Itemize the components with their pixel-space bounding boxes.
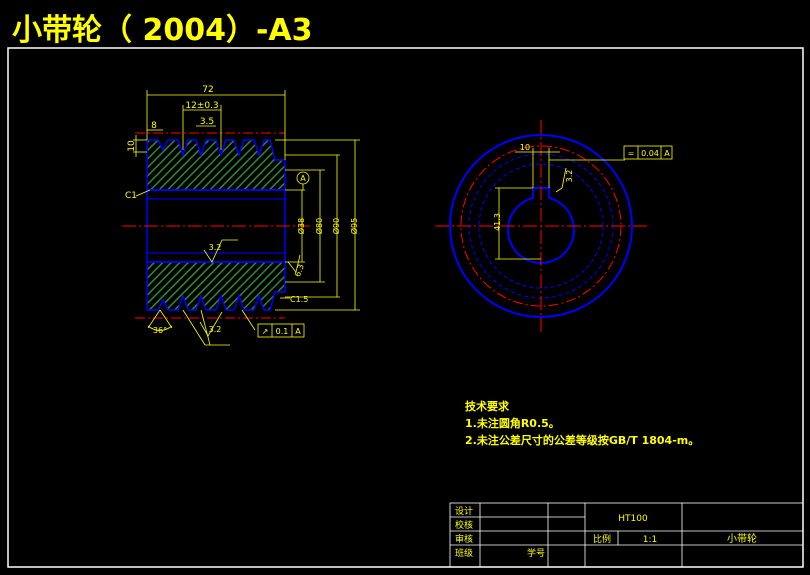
dim-diameter-hub: Ø80	[314, 218, 324, 234]
dim-diameter-root: Ø90	[331, 218, 341, 234]
title-block-row-check: 校核	[455, 519, 473, 531]
dim-total-width: 72	[202, 85, 213, 95]
front-section-view: 72 12±0.3 8 3.5 10 C1 Ø38	[122, 85, 360, 346]
tech-heading: 技术要求	[465, 399, 510, 413]
dim-groove-pitch: 12±0.3	[185, 101, 218, 111]
tech-item: 1.未注圆角R0.5。	[465, 416, 560, 430]
dim-keyway-depth: 41.3	[493, 213, 502, 231]
title-block-material: HT100	[618, 514, 648, 524]
dim-chamfer-c1: C1	[125, 191, 137, 201]
title-block-part-name: 小带轮	[727, 532, 757, 545]
roughness-side: 6.3	[293, 263, 306, 278]
bore-keyway	[507, 187, 575, 265]
side-view: 10 41.3 3.2 = 0.04 A	[435, 120, 673, 335]
datum-label: A	[300, 174, 306, 183]
runout-tolerance-frame: ↗ 0.1 A	[257, 323, 305, 338]
dim-rim-height: 10	[127, 140, 137, 152]
symmetry-symbol: =	[628, 149, 635, 158]
dim-diameter-bore: Ø38	[296, 218, 306, 234]
tech-item: 2.未注公差尺寸的公差等级按GB/T 1804-m。	[465, 433, 699, 447]
symmetry-tolerance-frame: = 0.04 A	[623, 145, 673, 160]
symmetry-value: 0.04	[641, 149, 659, 158]
title-block-student-id: 学号	[527, 547, 545, 559]
symmetry-datum: A	[664, 149, 670, 158]
dim-diameter-outer: Ø95	[349, 218, 359, 234]
lower-rim-section	[146, 261, 286, 311]
title-block	[449, 502, 804, 568]
outer-circle	[449, 134, 633, 318]
dim-keyway-width: 10	[520, 143, 530, 152]
dim-groove-offset: 8	[151, 121, 157, 131]
title-block-scale-label: 比例	[593, 533, 611, 545]
runout-datum: A	[295, 327, 301, 336]
dim-chamfer-c15: C1.5	[290, 295, 308, 304]
title-block-row-design: 设计	[455, 505, 473, 517]
upper-rim-section	[146, 139, 286, 191]
runout-value: 0.1	[276, 327, 289, 336]
dim-groove-depth: 3.5	[200, 117, 214, 127]
runout-symbol: ↗	[262, 327, 269, 336]
drawing-title: 小带轮（ 2004）-A3	[12, 13, 312, 48]
dim-groove-angle: 36°	[153, 326, 167, 335]
title-block-scale-value: 1:1	[643, 535, 657, 545]
drawing-frame	[7, 47, 804, 568]
roughness-bore: 3.2	[209, 243, 222, 252]
title-block-row-review: 审核	[455, 533, 473, 545]
title-block-row-class: 班级	[455, 547, 473, 559]
roughness-groove: 3.2	[209, 325, 222, 334]
tech-requirements: 技术要求 1.未注圆角R0.5。 2.未注公差尺寸的公差等级按GB/T 1804…	[465, 399, 699, 447]
roughness-keyway: 3.2	[565, 170, 574, 183]
